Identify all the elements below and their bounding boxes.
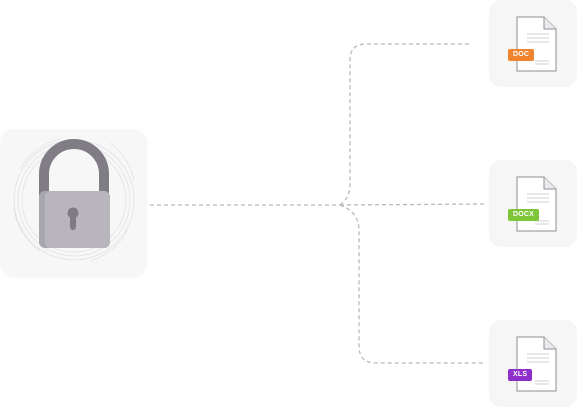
file-type-badge: DOCX [508, 209, 540, 221]
file-doc: XLS [508, 336, 558, 393]
document-file-icon [516, 336, 557, 392]
connector-to-docx [339, 203, 486, 206]
document-file-icon [516, 16, 557, 72]
connector-to-xls [339, 204, 486, 364]
file-doc: DOCX [508, 176, 558, 233]
lock-card [0, 129, 147, 277]
file-type-badge: XLS [508, 369, 533, 381]
padlock-icon [13, 138, 135, 262]
document-file-icon [516, 176, 557, 232]
connector-to-doc [339, 43, 470, 206]
file-card-xls: XLS [489, 320, 577, 407]
file-type-badge: DOC [508, 49, 535, 61]
file-doc: DOC [508, 16, 558, 73]
file-card-docx: DOCX [489, 160, 577, 247]
file-card-doc: DOC [489, 0, 577, 87]
